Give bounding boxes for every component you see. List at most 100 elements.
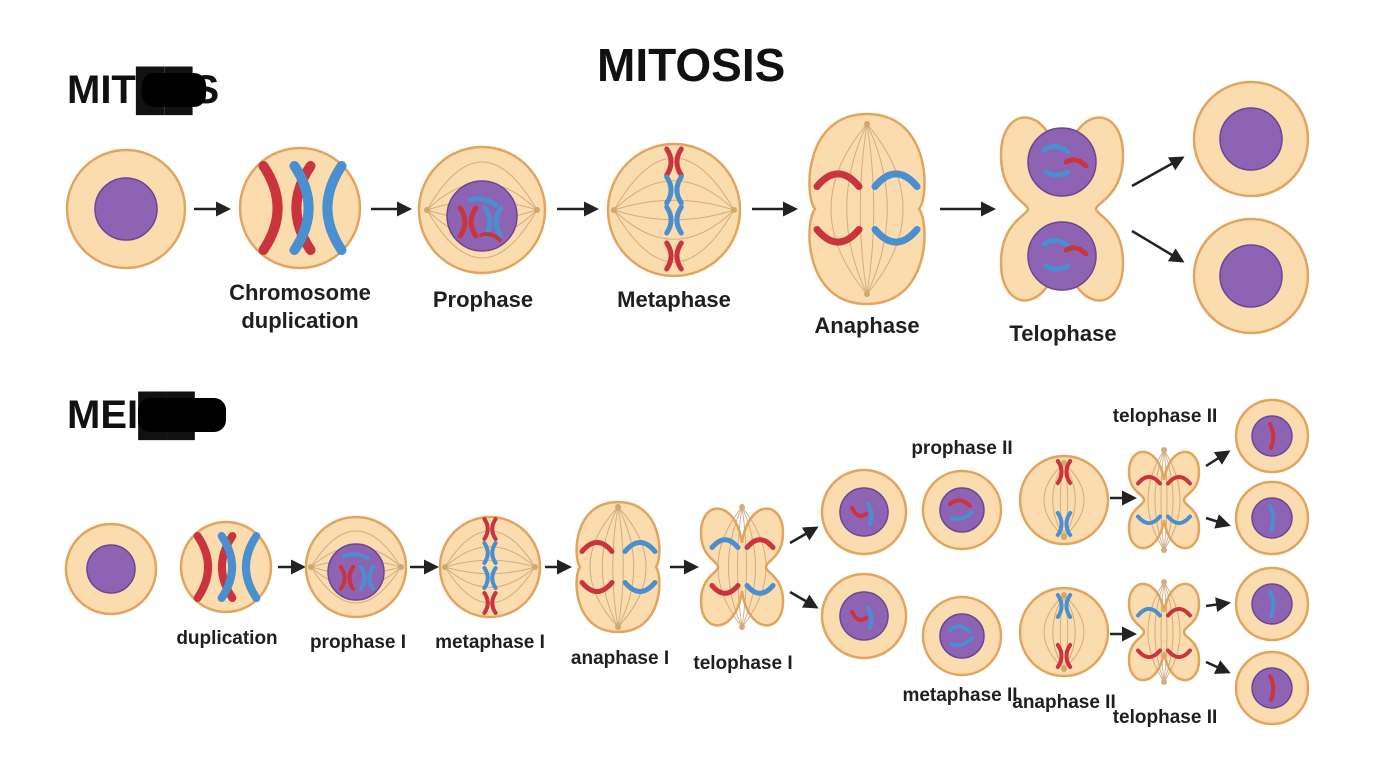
centrosome (1061, 534, 1067, 540)
spindle-fiber (426, 209, 538, 259)
chromosome (866, 606, 874, 630)
label-telophase: Telophase (1009, 321, 1117, 346)
centrosome (534, 207, 540, 213)
spindle-fiber (612, 506, 619, 628)
chromatid (579, 580, 615, 594)
chromosome (1063, 157, 1089, 169)
chromosome (1268, 504, 1276, 532)
chromosome (217, 532, 261, 602)
spindle-fibers (589, 504, 647, 630)
centrosome (1061, 666, 1067, 672)
spindle-fiber (717, 506, 743, 628)
process-arrow (1205, 660, 1231, 674)
chromosome (1268, 674, 1276, 702)
process-arrow (1205, 597, 1231, 613)
chromosome (482, 591, 498, 615)
chromosome (1055, 643, 1073, 669)
spindle-fiber (859, 123, 868, 295)
dividing-cell-membrane (575, 500, 661, 634)
process-arrow (789, 526, 819, 545)
chromatid (1166, 514, 1192, 526)
chromatid (1136, 474, 1162, 486)
spindle-fibers (1147, 579, 1181, 685)
dividing-cell-membrane (808, 112, 926, 306)
chromosome (258, 161, 316, 255)
label-prophase-2: prophase II (911, 438, 1013, 459)
centrosome (864, 121, 870, 127)
cell-membrane (438, 515, 542, 619)
chromosome (866, 502, 874, 526)
nucleus (939, 487, 985, 533)
chromatid (622, 540, 658, 554)
nucleus (327, 543, 385, 601)
label-chromosome: Chromosome (229, 280, 371, 305)
process-arrow (1131, 229, 1185, 263)
centrosome (615, 624, 621, 630)
chromatid (1166, 474, 1192, 486)
spindle-fiber (444, 566, 536, 604)
chromatid (622, 580, 658, 594)
dividing-cell-membrane (699, 507, 785, 627)
spindle-fiber (617, 506, 647, 628)
chromosome (1043, 169, 1071, 178)
spindle-fiber (741, 506, 756, 628)
spindle-fiber (444, 566, 536, 575)
centrosome (1061, 460, 1067, 466)
chromosome (950, 636, 974, 648)
chromosome (1043, 263, 1071, 272)
chromosome (950, 510, 974, 522)
spindle-fiber (444, 546, 536, 568)
spindle-fiber (1163, 581, 1174, 683)
centrosome (1161, 547, 1167, 553)
centrosome (308, 564, 314, 570)
spindle-fiber (741, 506, 747, 628)
chromosome (342, 552, 370, 560)
spindle-fiber (1154, 449, 1165, 551)
process-arrow (789, 590, 819, 609)
spindle-fiber (866, 123, 875, 295)
spindle-fiber (1163, 581, 1181, 683)
chromatid (1136, 648, 1162, 660)
spindle-fiber (1163, 449, 1181, 551)
spindle-fiber (601, 506, 619, 628)
diagram-title: MITOSIS (597, 39, 786, 91)
centrosome (611, 207, 617, 213)
spindle-fiber (444, 566, 536, 588)
nucleus (1219, 107, 1283, 171)
nucleus (839, 487, 889, 537)
nucleus (1027, 127, 1097, 197)
chromosome (1268, 590, 1276, 618)
spindle-fiber (613, 209, 735, 263)
chromosome (457, 205, 479, 239)
heading-redaction-mark (138, 398, 226, 432)
centrosome (424, 207, 430, 213)
spindle-fiber (1043, 594, 1065, 670)
chromosome (467, 196, 499, 208)
chromatid (744, 537, 776, 550)
chromosome (482, 566, 498, 590)
chromosome (664, 174, 684, 206)
chromatid (1166, 606, 1192, 618)
spindle-fiber (613, 157, 735, 211)
label-duplication: duplication (176, 628, 278, 649)
chromatid (813, 170, 863, 190)
nucleus (86, 544, 136, 594)
process-arrow (1131, 156, 1185, 188)
centrosome (1161, 679, 1167, 685)
nucleus (94, 177, 158, 241)
cell-membrane (1018, 586, 1110, 678)
spindle-fiber (1154, 581, 1165, 683)
chromosome (338, 565, 356, 591)
spindle-fiber (426, 161, 538, 211)
spindle-fiber (866, 123, 888, 295)
label-telophase-2-top: telophase II (1112, 406, 1218, 427)
nucleus (939, 613, 985, 659)
chromosome (358, 565, 376, 591)
spindle-fiber (728, 506, 743, 628)
centrosome (1161, 447, 1167, 453)
centrosome (442, 564, 448, 570)
chromosome (1055, 459, 1073, 485)
centrosome (864, 291, 870, 297)
chromosome (1063, 245, 1089, 257)
